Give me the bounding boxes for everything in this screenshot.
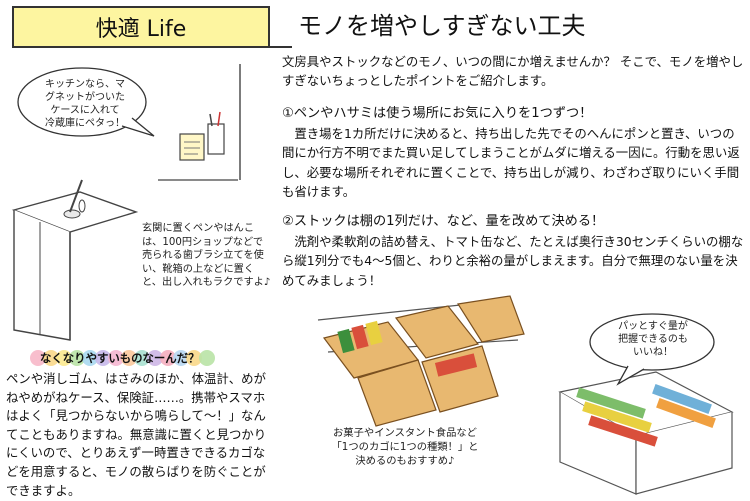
color-dot	[147, 350, 163, 366]
kitchen-bubble-line: キッチンなら、マ	[45, 79, 125, 90]
okashi-caption: お菓子やインスタント食品など 「1つのカゴに1つの種類！」と 決めるのもおすすめ…	[300, 426, 510, 468]
color-dot	[134, 350, 150, 366]
intro-text: 文房具やストックなどのモノ、いつの間にか増えませんか？ そこで、モノを増やしすぎ…	[282, 54, 744, 88]
pattosugu-bubble-line: 把握できるのも	[618, 334, 688, 345]
shoe-cabinet-illustration	[11, 179, 139, 341]
headline: モノを増やしすぎない工夫	[298, 12, 586, 40]
sidebar-body: ペンや消しゴム、はさみのほか、体温計、めがねやめがねケース、保険証……。携帯やス…	[6, 371, 267, 498]
shelf-illustration	[558, 371, 734, 495]
tip-2-heading: ②ストックは棚の1列だけ、など、量を改めて決める！	[282, 214, 605, 229]
color-dot	[173, 350, 189, 366]
kitchen-bubble-text: キッチンなら、マ グネットがついた ケースに入れて 冷蔵庫にペタっ！	[22, 78, 148, 130]
color-dot	[69, 350, 85, 366]
kitchen-speech-bubble	[17, 67, 155, 137]
pattosugu-speech-bubble	[589, 313, 715, 386]
kitchen-bubble-line: グネットがついた	[45, 92, 125, 103]
genkan-caption: 玄関に置くペンやはんこは、100円ショップなどで売られる歯ブラシ立てを使い、靴箱…	[142, 223, 271, 288]
color-dot	[186, 350, 202, 366]
fridge-illustration	[158, 64, 241, 181]
tip-2: ②ストックは棚の1列だけ、など、量を改めて決める！ 洗剤や柔軟剤の詰め替え、トマ…	[282, 212, 744, 290]
title-underline	[12, 46, 292, 48]
color-dot	[56, 350, 72, 366]
color-dot	[82, 350, 98, 366]
kitchen-bubble-line: ケースに入れて	[50, 105, 120, 116]
color-dot	[30, 350, 46, 366]
okashi-caption-line: お菓子やインスタント食品など	[333, 427, 477, 439]
color-dot	[199, 350, 215, 366]
pattosugu-bubble-line: パッとすぐ量が	[618, 321, 688, 332]
heading-dots	[30, 350, 215, 366]
color-dot	[95, 350, 111, 366]
color-dot	[43, 350, 59, 366]
section-title-tab: 快適 Life	[12, 6, 270, 46]
section-title: 快適 Life	[95, 17, 187, 42]
tip-1-heading: ①ペンやハサミは使う場所にお気に入りを1つずつ！	[282, 106, 593, 121]
kitchen-bubble-line: 冷蔵庫にペタっ！	[45, 118, 125, 129]
color-dot	[121, 350, 137, 366]
baskets-illustration	[317, 295, 525, 427]
tip-2-body: 洗剤や柔軟剤の詰め替え、トマト缶など、たとえば奥行き30センチくらいの棚なら縦1…	[282, 233, 744, 288]
color-dot	[108, 350, 124, 366]
color-dot	[160, 350, 176, 366]
sidebar-heading: なくなりやすいものなーんだ？	[40, 351, 200, 365]
tip-1-body: 置き場を1カ所だけに決めると、持ち出した先でそのへんにポンと置き、いつの間にか行…	[282, 125, 740, 200]
pattosugu-bubble-text: パッとすぐ量が 把握できるのも いいね！	[596, 320, 710, 359]
okashi-caption-line: 「1つのカゴに1つの種類！」と	[331, 441, 479, 453]
tip-1: ①ペンやハサミは使う場所にお気に入りを1つずつ！ 置き場を1カ所だけに決めると、…	[282, 104, 744, 202]
okashi-caption-line: 決めるのもおすすめ♪	[355, 455, 455, 467]
pattosugu-bubble-line: いいね！	[633, 347, 673, 358]
